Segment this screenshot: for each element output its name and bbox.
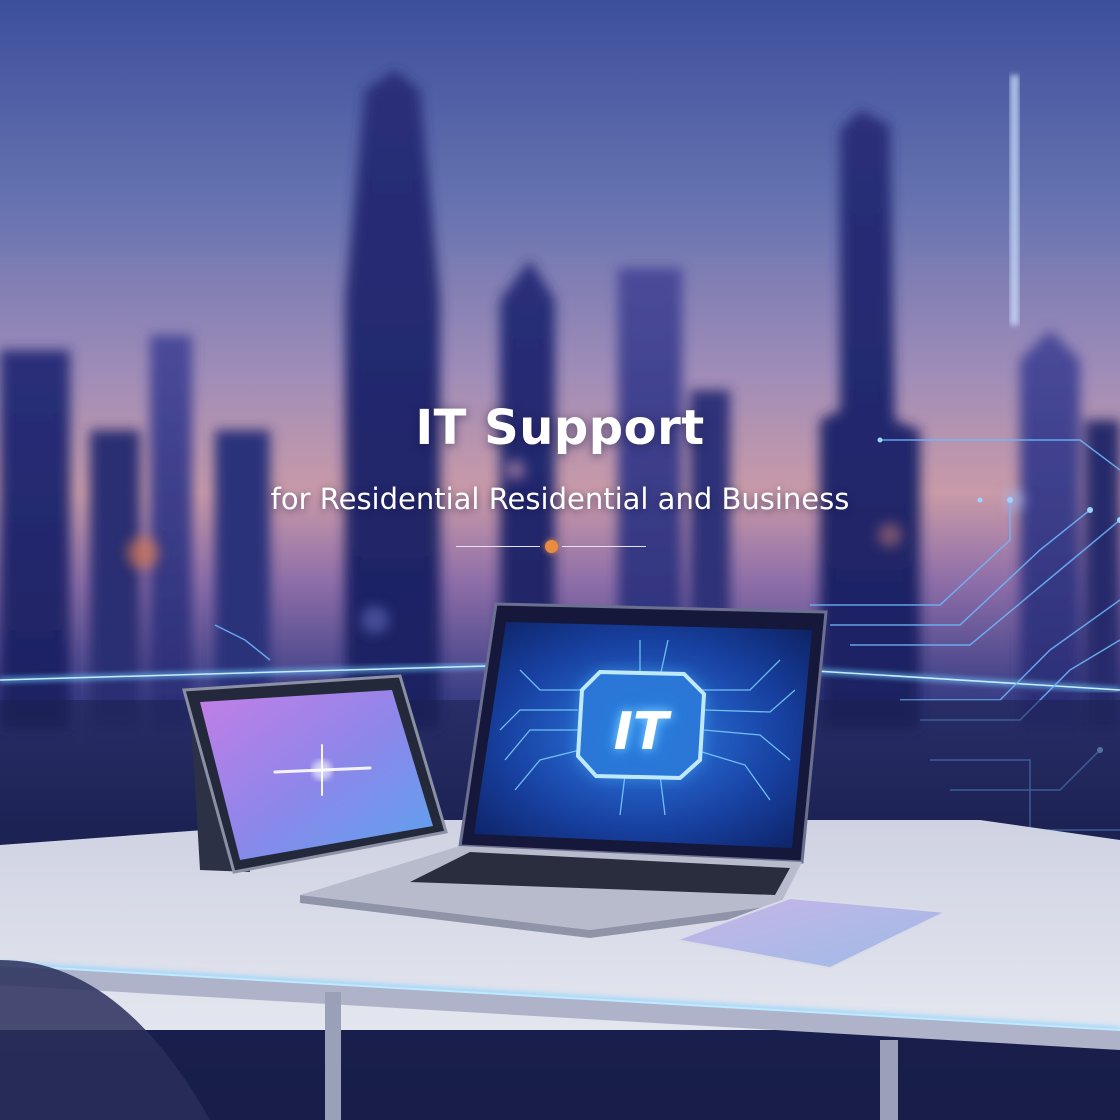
divider-dot — [545, 540, 558, 553]
drawing-pad — [672, 896, 950, 970]
divider-line-right — [562, 546, 646, 547]
laptop-screen-it-label: IT — [613, 702, 669, 762]
skyline — [0, 70, 1120, 730]
hero-title: IT Support — [415, 400, 705, 456]
tablet — [182, 674, 448, 874]
laptop — [300, 602, 828, 938]
bokeh-lights — [127, 460, 1025, 634]
title-divider — [456, 538, 646, 554]
divider-line-left — [456, 546, 540, 547]
hero-subtitle: for Residential Residential and Business — [270, 482, 850, 516]
